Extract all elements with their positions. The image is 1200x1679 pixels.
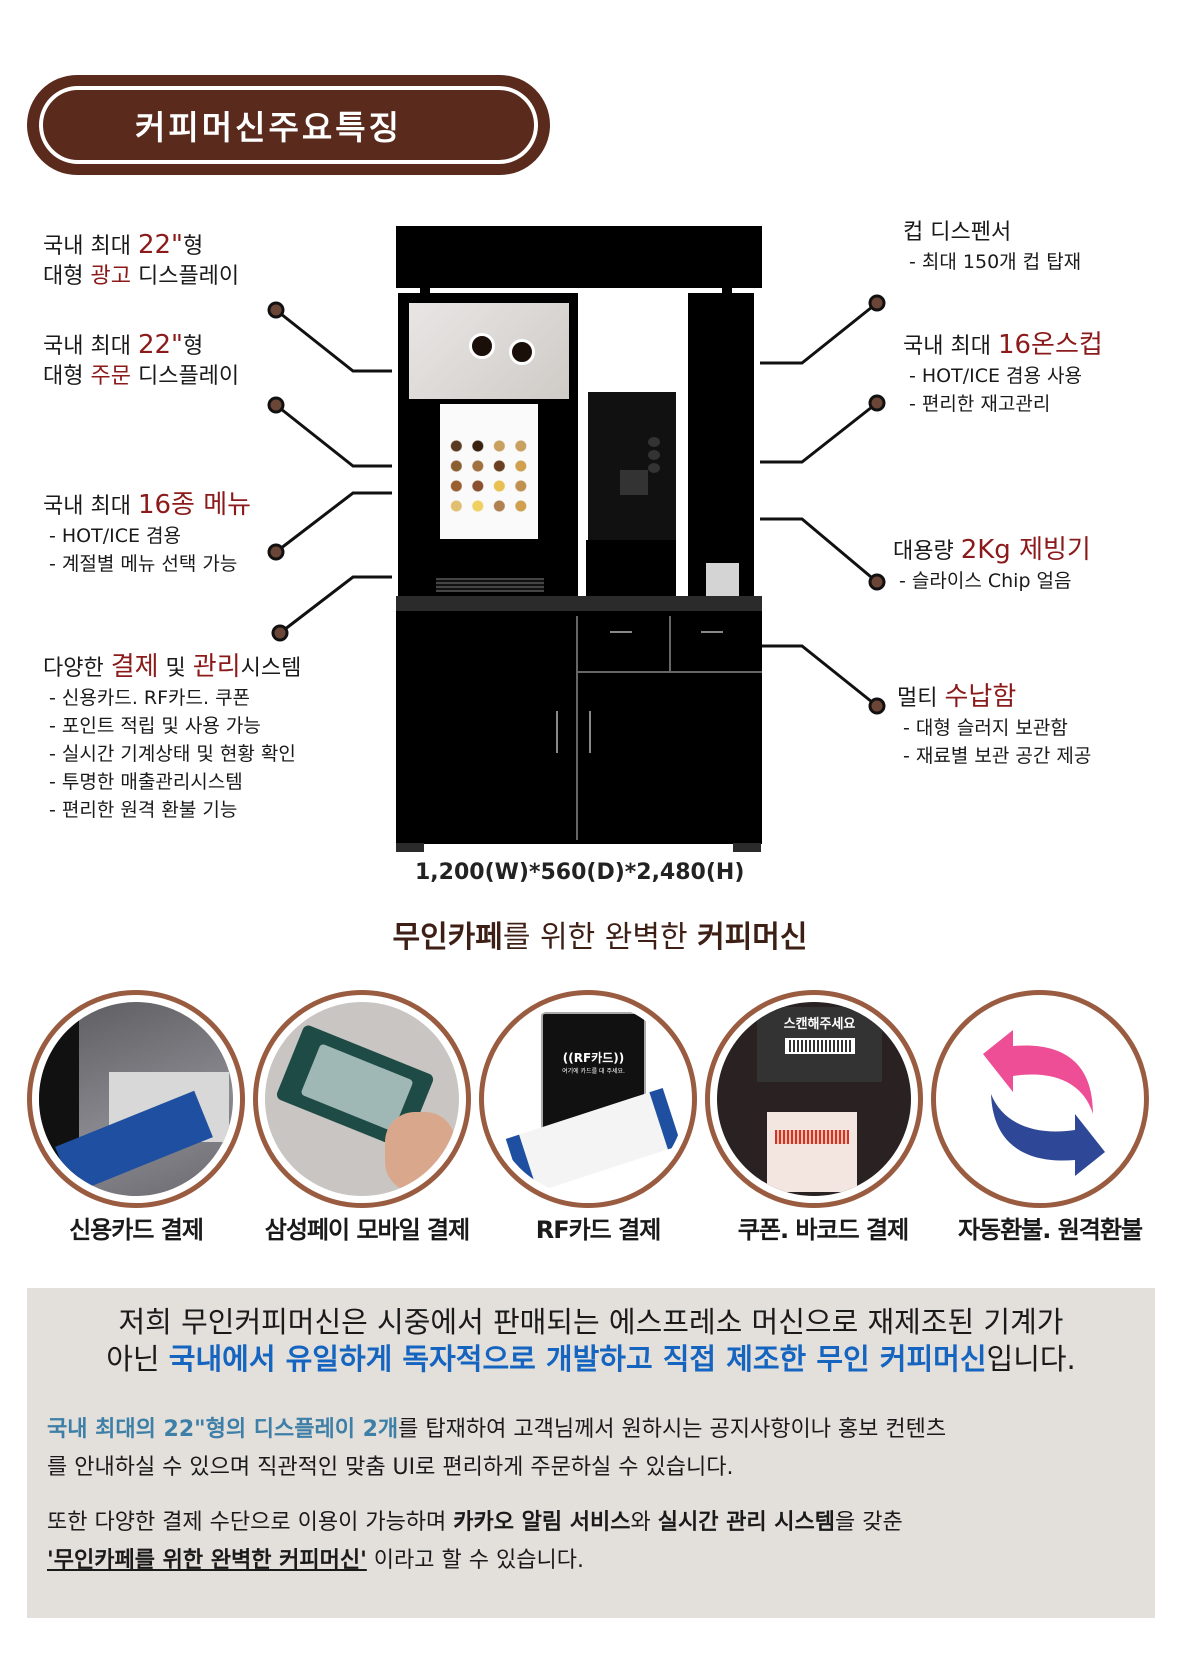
feature-16oz-cup: 국내 최대 16온스컵 - HOT/ICE 겸용 사용 - 편리한 재고관리 bbox=[903, 330, 1103, 415]
tagline: 무인카페를 위한 완벽한 커피머신 bbox=[392, 920, 808, 955]
counter-top bbox=[396, 596, 762, 611]
feature-ad-display: 국내 최대 22"형 대형 광고 디스플레이 bbox=[43, 230, 240, 289]
order-display-screen bbox=[440, 404, 538, 539]
credit-card-icon bbox=[39, 1002, 233, 1196]
title-banner: 커피머신주요특징 bbox=[27, 75, 550, 175]
payment-samsung-pay bbox=[253, 990, 471, 1208]
page-title: 커피머신주요특징 bbox=[135, 108, 402, 147]
payment-rf-card: ((RF카드)) 여기에 카드를 대 주세요. bbox=[479, 990, 697, 1208]
payment-label: 쿠폰. 바코드 결제 bbox=[737, 1216, 909, 1244]
vent-grille bbox=[436, 578, 544, 592]
payment-label: 삼성페이 모바일 결제 bbox=[264, 1216, 470, 1244]
payment-label: RF카드 결제 bbox=[535, 1216, 662, 1244]
cup-dispenser-tower bbox=[688, 293, 754, 598]
payment-label: 자동환불. 원격환불 bbox=[957, 1216, 1143, 1244]
cabinet-base bbox=[396, 611, 762, 844]
feature-storage: 멀티 수납함 - 대형 슬러지 보관함 - 재료별 보관 공간 제공 bbox=[897, 682, 1092, 767]
rf-card-icon: ((RF카드)) 여기에 카드를 대 주세요. bbox=[491, 1002, 685, 1196]
payment-label: 신용카드 결제 bbox=[69, 1216, 204, 1244]
refresh-arrows-icon bbox=[943, 1002, 1137, 1196]
feature-menu: 국내 최대 16종 메뉴 - HOT/ICE 겸용 - 계절별 메뉴 선택 가능 bbox=[43, 490, 252, 575]
espresso-unit bbox=[588, 392, 676, 542]
payment-credit-card bbox=[27, 990, 245, 1208]
info-paragraph-1: 저희 무인커피머신은 시중에서 판매되는 에스프레소 머신으로 재제조된 기계가… bbox=[106, 1305, 1076, 1376]
machine-dimensions: 1,200(W)*560(D)*2,480(H) bbox=[415, 860, 745, 885]
feature-payment-system: 다양한 결제 및 관리시스템 - 신용카드. RF카드. 쿠폰 - 포인트 적립… bbox=[43, 652, 302, 821]
mobile-pay-icon bbox=[265, 1002, 459, 1196]
title-banner-inner: 커피머신주요특징 bbox=[39, 86, 538, 164]
info-paragraph-3: 또한 다양한 결제 수단으로 이용이 가능하며 카카오 알림 서비스와 실시간 … bbox=[47, 1510, 903, 1573]
payment-refund bbox=[931, 990, 1149, 1208]
ad-display-screen bbox=[409, 303, 569, 399]
feature-order-display: 국내 최대 22"형 대형 주문 디스플레이 bbox=[43, 330, 240, 389]
barcode-icon: 스캔해주세요 bbox=[717, 1002, 911, 1196]
cup-outlet bbox=[706, 563, 739, 596]
info-box: 저희 무인커피머신은 시중에서 판매되는 에스프레소 머신으로 재제조된 기계가… bbox=[27, 1288, 1155, 1618]
machine-top-canopy bbox=[396, 226, 762, 288]
feature-ice-maker: 대용량 2Kg 제빙기 - 슬라이스 Chip 얼음 bbox=[893, 535, 1091, 592]
info-paragraph-2: 국내 최대의 22"형의 디스플레이 2개를 탑재하여 고객님께서 원하시는 공… bbox=[47, 1417, 947, 1480]
payment-coupon-barcode: 스캔해주세요 bbox=[705, 990, 923, 1208]
feature-cup-dispenser: 컵 디스펜서 - 최대 150개 컵 탑재 bbox=[903, 220, 1082, 273]
